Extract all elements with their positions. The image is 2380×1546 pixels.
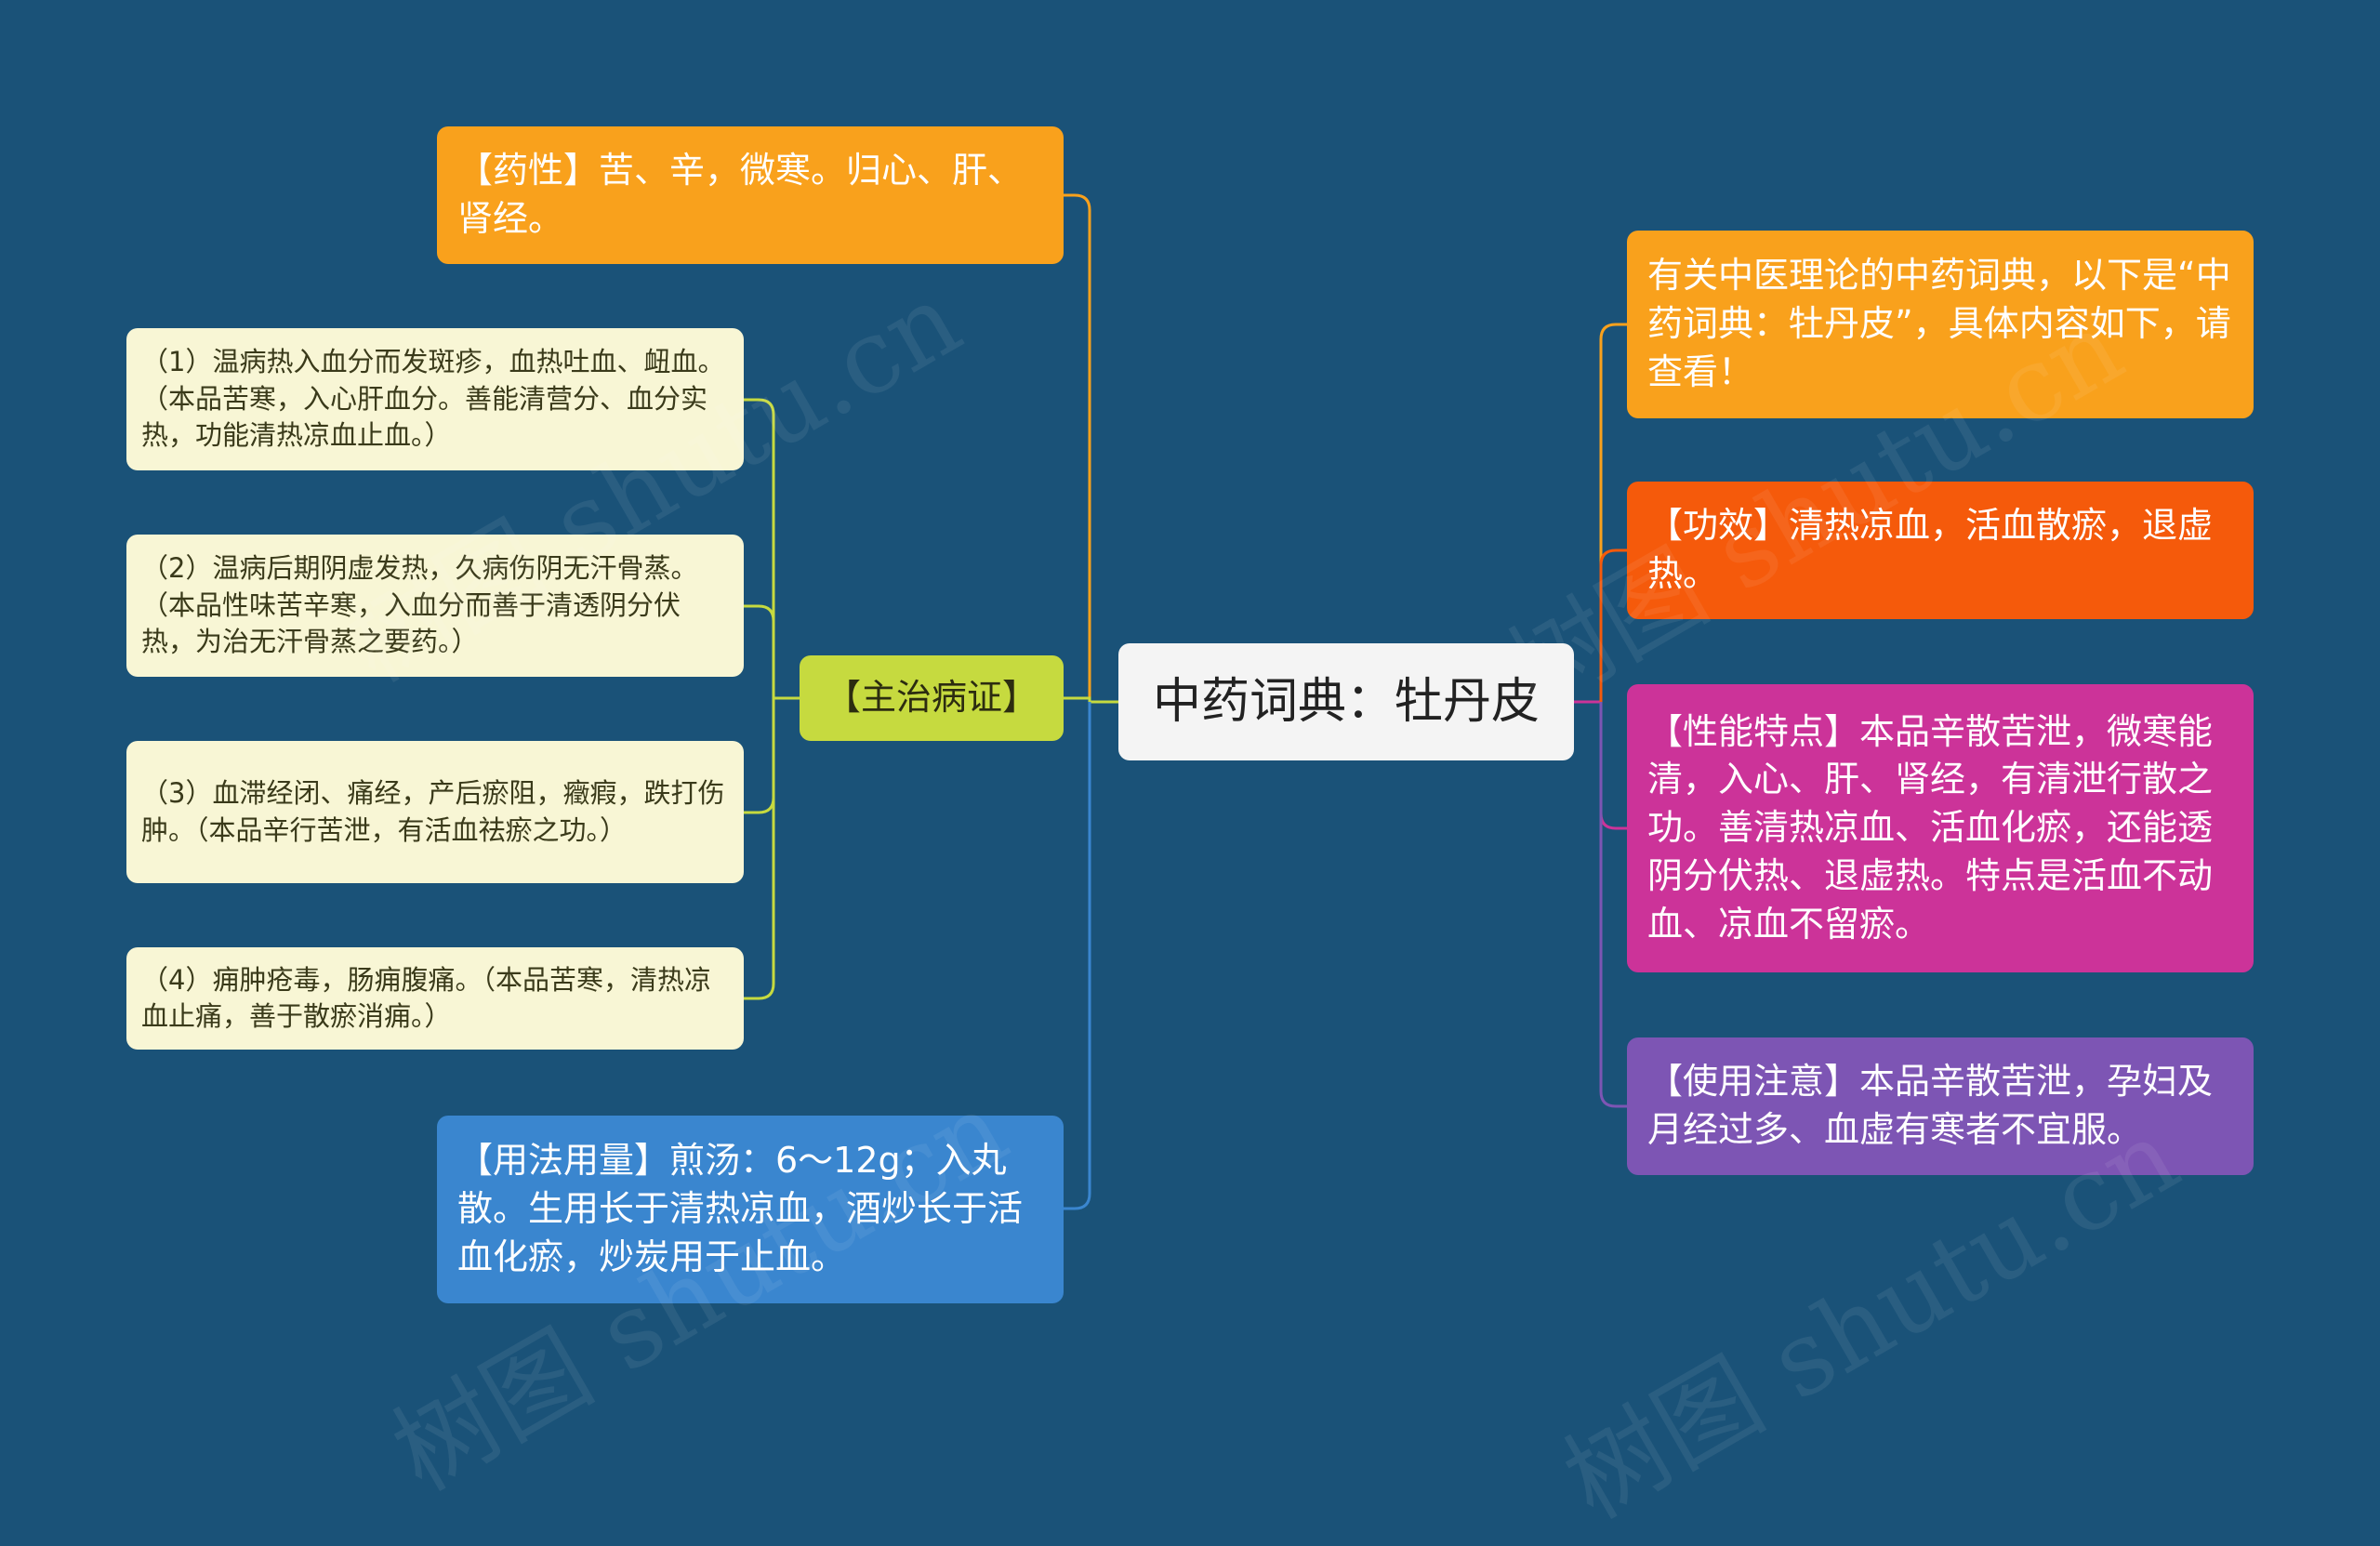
link-yongfa xyxy=(1064,702,1091,1210)
subtopic-zhuzhi-1[interactable]: （1）温病热入血分而发斑疹，血热吐血、衄血。（本品苦寒，入心肝血分。善能清营分、… xyxy=(126,328,744,470)
topic-zhuzhi[interactable]: 【主治病证】 xyxy=(800,655,1064,741)
link-yaoxing xyxy=(1064,193,1091,702)
root-topic[interactable]: 中药词典：牡丹皮 xyxy=(1118,643,1574,760)
link-zhuyi xyxy=(1599,702,1627,1108)
link-leaf-4 xyxy=(744,698,775,1000)
topic-yaoxing[interactable]: 【药性】苦、辛，微寒。归心、肝、肾经。 xyxy=(437,126,1064,264)
link-zhuzhi xyxy=(1064,696,1091,702)
topic-intro[interactable]: 有关中医理论的中药词典，以下是“中药词典：牡丹皮”，具体内容如下，请查看！ xyxy=(1627,231,2254,418)
subtopic-zhuzhi-4[interactable]: （4）痈肿疮毒，肠痈腹痛。（本品苦寒，清热凉血止痛，善于散瘀消痈。） xyxy=(126,947,744,1050)
topic-zhuyi[interactable]: 【使用注意】本品辛散苦泄，孕妇及月经过多、血虚有寒者不宜服。 xyxy=(1627,1037,2254,1175)
topic-xingneng[interactable]: 【性能特点】本品辛散苦泄，微寒能清，入心、肝、肾经，有清泄行散之功。善清热凉血、… xyxy=(1627,684,2254,972)
link-leaf-3 xyxy=(744,698,775,814)
link-intro xyxy=(1599,323,1627,702)
link-leaf-1 xyxy=(744,398,775,698)
topic-gongxiao[interactable]: 【功效】清热凉血，活血散瘀，退虚热。 xyxy=(1627,482,2254,619)
link-xingneng xyxy=(1599,702,1627,830)
connector-lines xyxy=(744,193,1627,1210)
link-leaf-2 xyxy=(744,604,775,698)
link-gongxiao xyxy=(1599,548,1627,702)
subtopic-zhuzhi-3[interactable]: （3）血滞经闭、痛经，产后瘀阻，癥瘕，跌打伤肿。（本品辛行苦泄，有活血祛瘀之功。… xyxy=(126,741,744,883)
topic-yongfa[interactable]: 【用法用量】煎汤：6～12g；入丸散。生用长于清热凉血，酒炒长于活血化瘀，炒炭用… xyxy=(437,1116,1064,1303)
subtopic-zhuzhi-2[interactable]: （2）温病后期阴虚发热，久病伤阴无汗骨蒸。（本品性味苦辛寒，入血分而善于清透阴分… xyxy=(126,535,744,677)
